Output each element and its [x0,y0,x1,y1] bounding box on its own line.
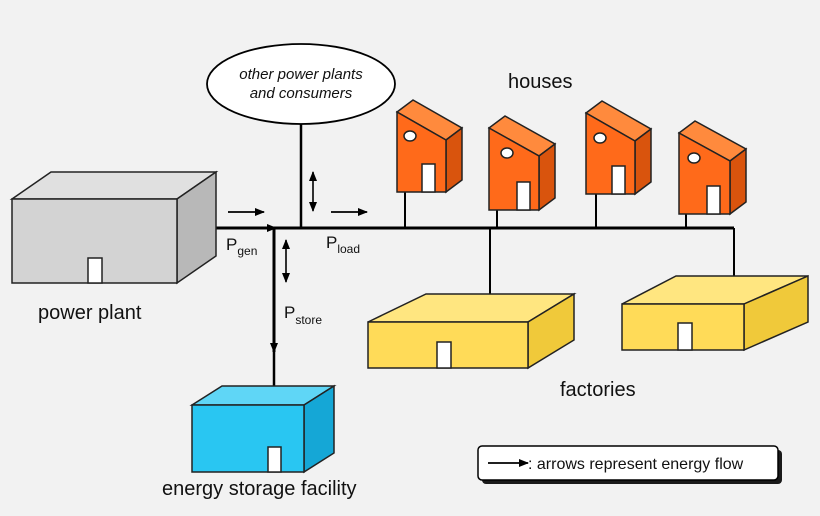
legend: : arrows represent energy flow [477,445,782,484]
power-plant-building [9,170,219,285]
houses-label: houses [508,71,573,93]
house-4 [677,120,748,216]
factory-2-building [621,274,809,352]
power-plant-label: power plant [38,302,142,324]
house-3 [584,100,653,196]
house-1 [395,99,464,194]
p-load-label: Pload [326,233,360,256]
factory-1-building [367,292,577,370]
p-store-label: Pstore [284,303,322,327]
other-plants-label-line2: and consumers [250,85,353,102]
house-2 [487,115,557,212]
storage-label: energy storage facility [162,478,357,500]
other-plants-label-line1: other power plants [239,66,363,83]
legend-box [477,445,779,481]
factories-label: factories [560,379,636,401]
other-plants-oval [206,43,396,125]
p-gen-label: Pgen [226,235,257,258]
legend-text: : arrows represent energy flow [528,456,744,473]
storage-building [189,384,337,474]
